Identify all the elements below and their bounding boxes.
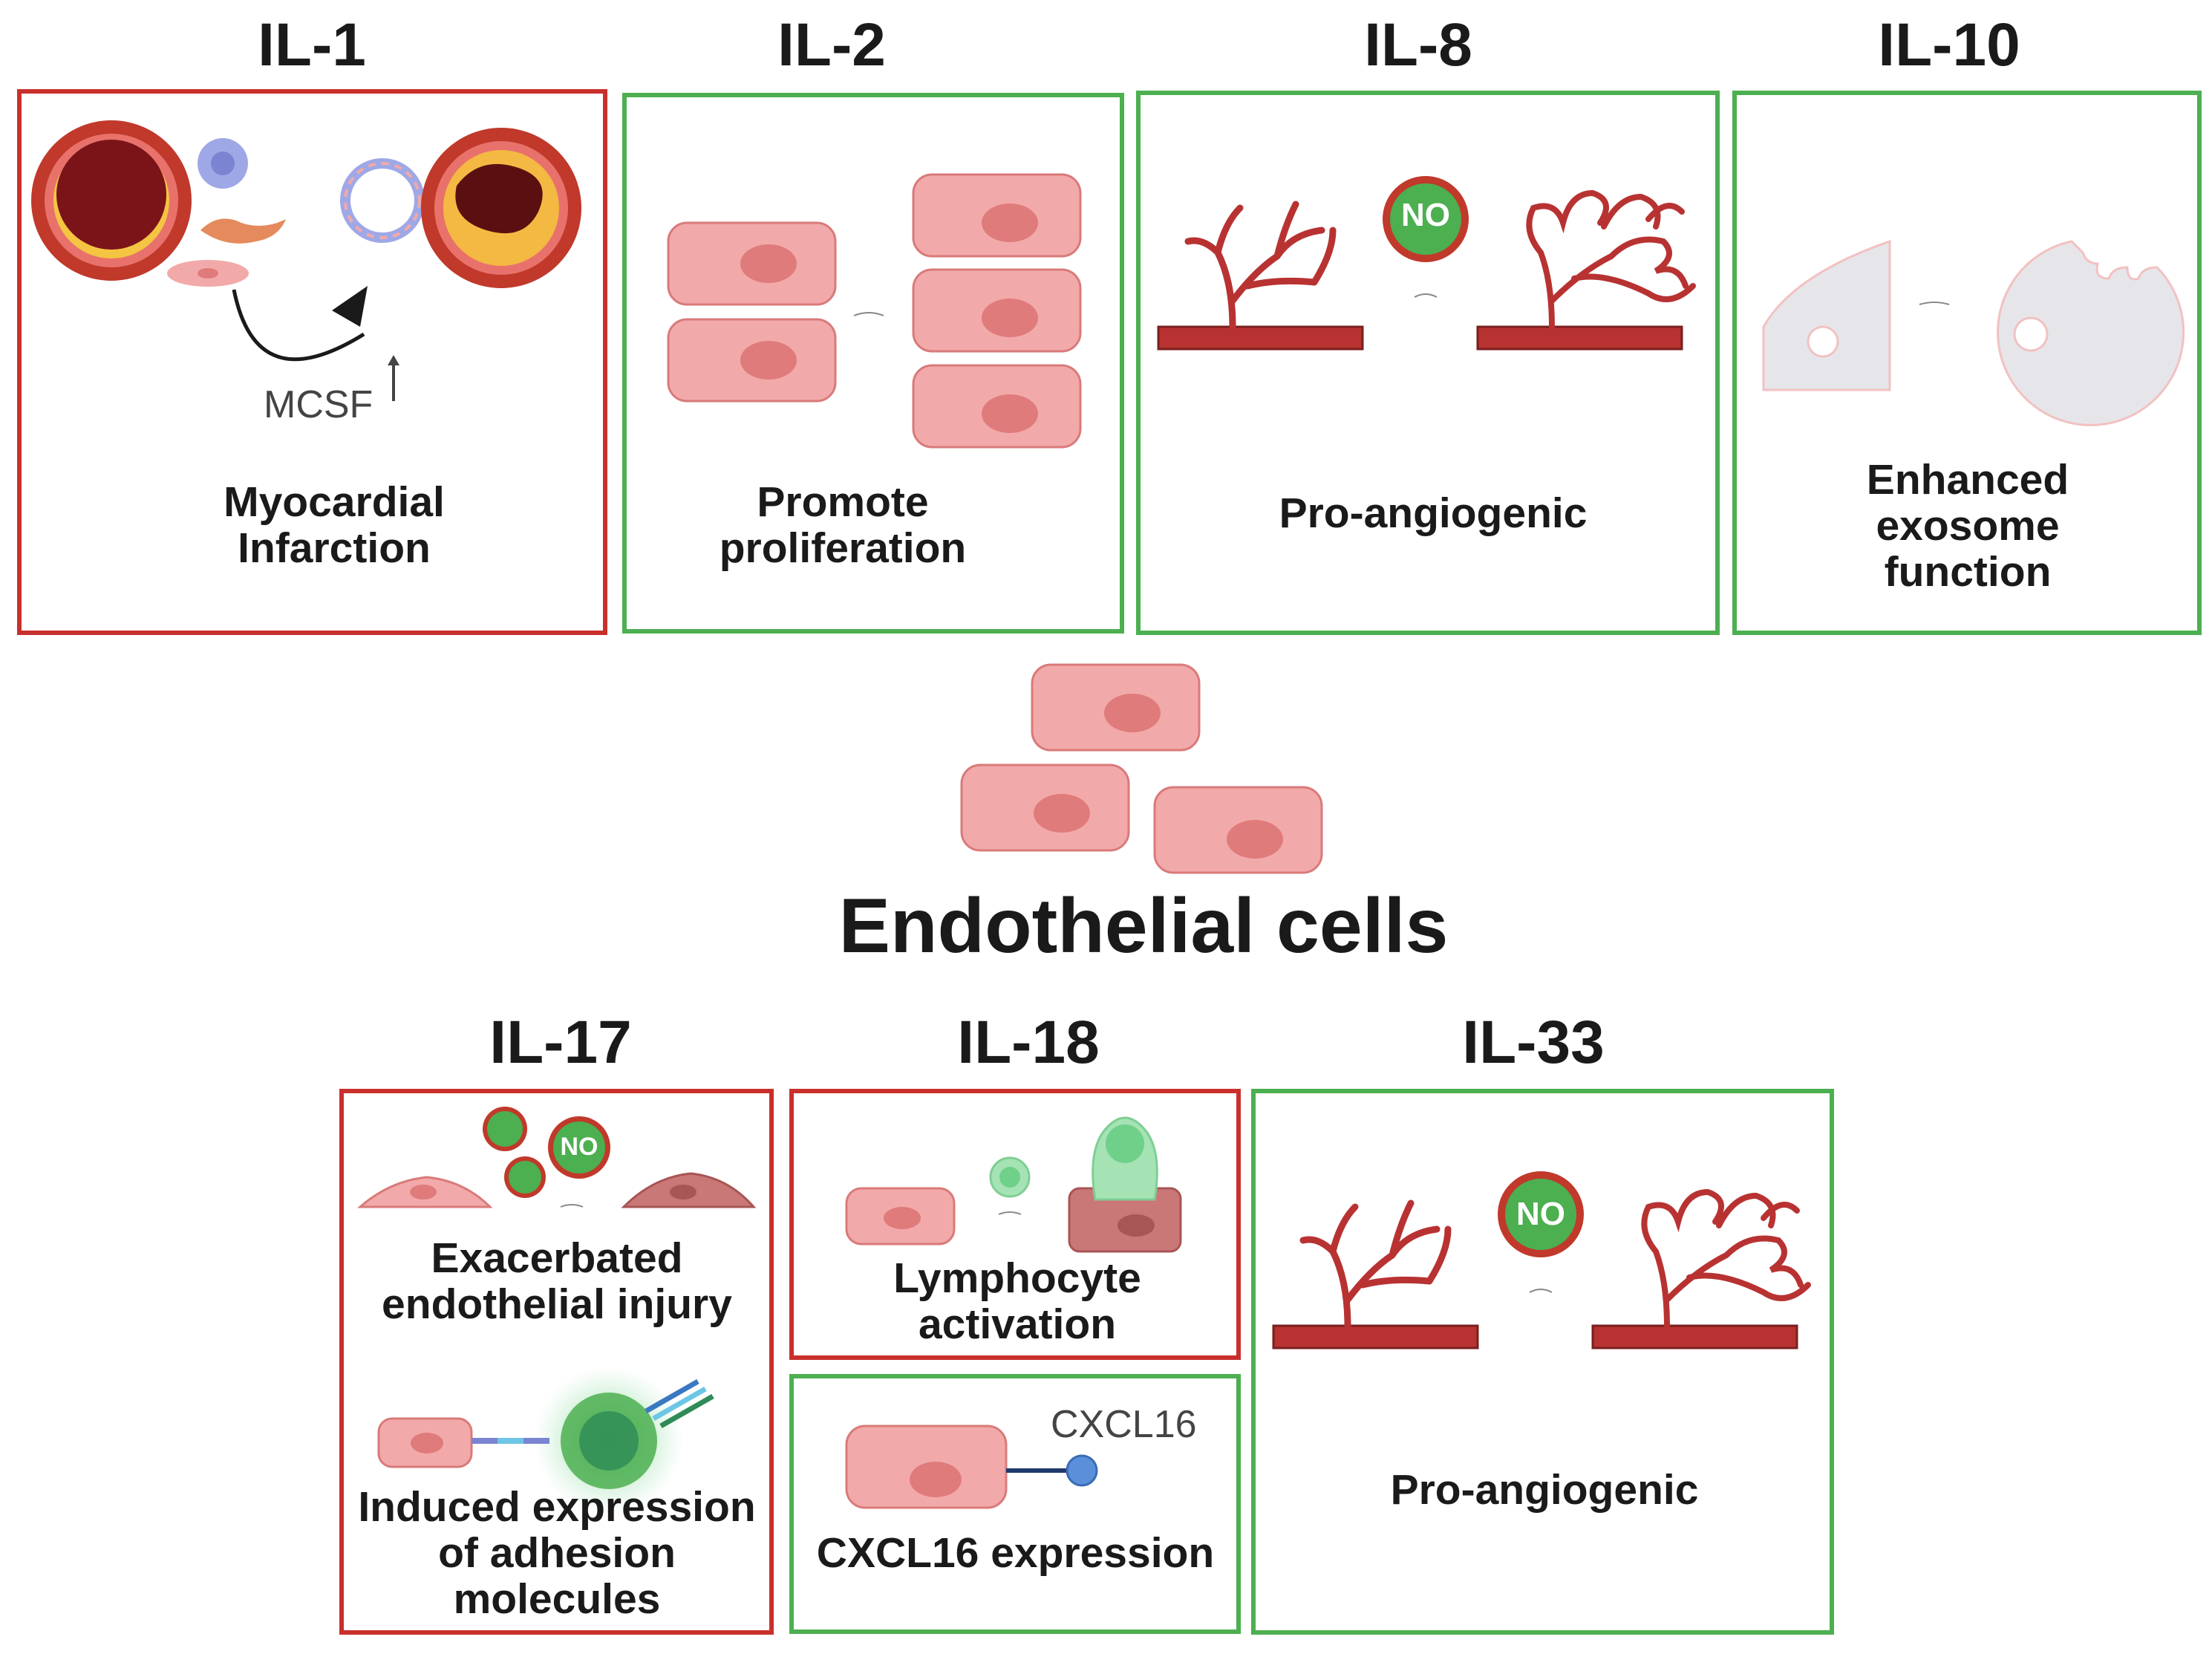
cxcl16-label: CXCL16: [1051, 1403, 1197, 1446]
il-18-lymphocyte-illustration: [845, 1116, 1182, 1253]
il-10-illustration: [1762, 239, 2185, 426]
il-10-title: IL-10: [1878, 11, 2020, 79]
il-33-illustration: [1272, 1171, 1811, 1349]
endothelial-cells-illustration: [960, 663, 1323, 874]
il-33-caption: Pro-angiogenic: [1390, 1466, 1699, 1514]
il-17-injury-illustration: [357, 1107, 757, 1208]
il-17-caption-adhesion: Induced expression of adhesion molecules: [358, 1483, 756, 1623]
il-17-no-label-large: NO: [560, 1133, 598, 1161]
il-18-cxcl16-illustration: [845, 1425, 1098, 1509]
il-8-caption: Pro-angiogenic: [1279, 489, 1588, 537]
il-1-title: IL-1: [258, 11, 366, 79]
il-8-illustration: [1157, 176, 1696, 351]
il-18-caption-lymphocyte: Lymphocyte activation: [893, 1254, 1141, 1348]
endothelial-cells-title: Endothelial cells: [838, 883, 1449, 969]
il-18-cxcl16-box: [789, 1374, 1241, 1634]
il-10-caption: Enhanced exosome function: [1866, 456, 2069, 596]
il-2-illustration: [667, 173, 1082, 449]
il-33-title: IL-33: [1462, 1009, 1605, 1076]
il-2-caption: Promote proliferation: [719, 478, 967, 572]
il-33-no-label: NO: [1516, 1196, 1565, 1232]
il-17-adhesion-illustration: [377, 1367, 714, 1515]
il-8-no-label: NO: [1401, 197, 1450, 233]
il-18-title: IL-18: [957, 1009, 1100, 1076]
il-8-title: IL-8: [1364, 11, 1472, 79]
il-1-illustration: [31, 120, 581, 401]
mcsf-label: MCSF: [264, 383, 373, 426]
il-18-caption-cxcl16: CXCL16 expression: [816, 1529, 1215, 1577]
il-17-title: IL-17: [489, 1009, 632, 1076]
il-2-title: IL-2: [777, 11, 886, 79]
il-1-caption: Myocardial Infarction: [224, 478, 445, 572]
il-17-caption-injury: Exacerbated endothelial injury: [382, 1234, 732, 1328]
